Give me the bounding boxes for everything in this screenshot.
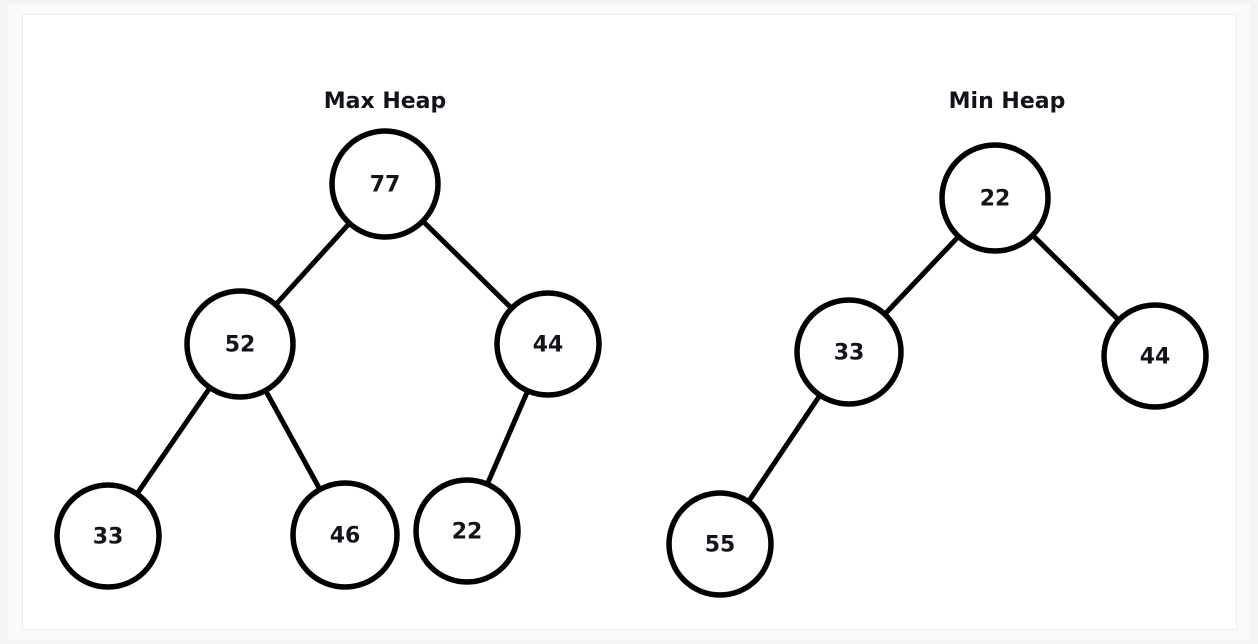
node-value-label: 44 [1140, 345, 1171, 370]
node-circle [54, 482, 162, 590]
tree-node[interactable]: 33 [54, 482, 162, 590]
node-value-label: 44 [533, 333, 564, 358]
tree-node[interactable]: 55 [666, 490, 774, 598]
node-circle [329, 128, 441, 240]
tree-node[interactable]: 44 [494, 290, 602, 398]
tree-node[interactable]: 52 [184, 288, 296, 400]
node-circle [184, 288, 296, 400]
node-value-label: 33 [834, 341, 865, 366]
node-circle [494, 290, 602, 398]
node-value-label: 46 [330, 524, 361, 549]
tree-node[interactable]: 22 [413, 477, 521, 585]
node-circle [794, 297, 904, 407]
nodes-layer: 77 52 44 33 46 22 22 33 44 55 [54, 128, 1209, 598]
node-value-label: 33 [93, 525, 124, 550]
tree-node[interactable]: 33 [794, 297, 904, 407]
tree-node[interactable]: 44 [1101, 302, 1209, 410]
node-value-label: 77 [370, 173, 401, 198]
max-heap-title: Max Heap [324, 89, 447, 114]
titles-layer: Max Heap Min Heap [324, 89, 1066, 114]
tree-node[interactable]: 77 [329, 128, 441, 240]
node-value-label: 22 [452, 520, 483, 545]
node-circle [666, 490, 774, 598]
tree-node[interactable]: 46 [290, 480, 400, 590]
node-circle [1101, 302, 1209, 410]
node-value-label: 55 [705, 533, 736, 558]
node-circle [939, 142, 1051, 254]
node-circle [290, 480, 400, 590]
node-value-label: 22 [980, 187, 1011, 212]
node-value-label: 52 [225, 333, 256, 358]
node-circle [413, 477, 521, 585]
tree-node[interactable]: 22 [939, 142, 1051, 254]
min-heap-title: Min Heap [949, 89, 1066, 114]
